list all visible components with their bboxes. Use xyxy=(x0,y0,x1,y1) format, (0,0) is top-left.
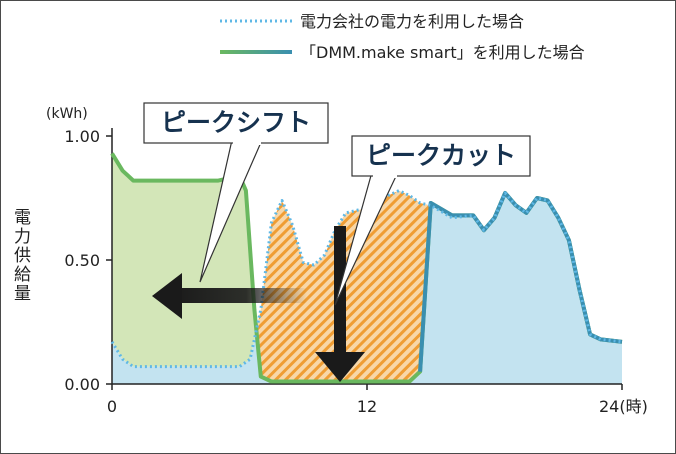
y-axis-label: 電力供給量 xyxy=(10,208,31,303)
y-unit: (kWh) xyxy=(46,106,88,122)
peak-cut-arrow-head xyxy=(315,352,365,382)
peak-cut-callout: ピークカット xyxy=(334,135,531,306)
peak-shift-callout: ピークシフト xyxy=(143,102,329,283)
series-utility-line xyxy=(110,189,623,369)
peak-shift-arrow-shaft xyxy=(172,288,307,303)
x-tick-label: 0 xyxy=(107,397,117,416)
base-load-area xyxy=(112,193,622,384)
x-unit-label: 24(時) xyxy=(599,397,648,416)
y-tick-label: 0.50 xyxy=(64,251,100,270)
x-tick-label: 12 xyxy=(357,397,377,416)
peak-shift-label: ピークシフト xyxy=(161,108,311,137)
peak-shift-arrow-head xyxy=(152,273,182,319)
legend-label-1: 「DMM.make smart」を利用した場合 xyxy=(300,43,585,62)
legend-solid-swatch xyxy=(220,50,292,54)
y-tick-label: 0.00 xyxy=(64,375,100,394)
legend-label-0: 電力会社の電力を利用した場合 xyxy=(300,12,524,31)
y-tick-label: 1.00 xyxy=(64,127,100,146)
peak-cut-label: ピークカット xyxy=(366,141,516,170)
